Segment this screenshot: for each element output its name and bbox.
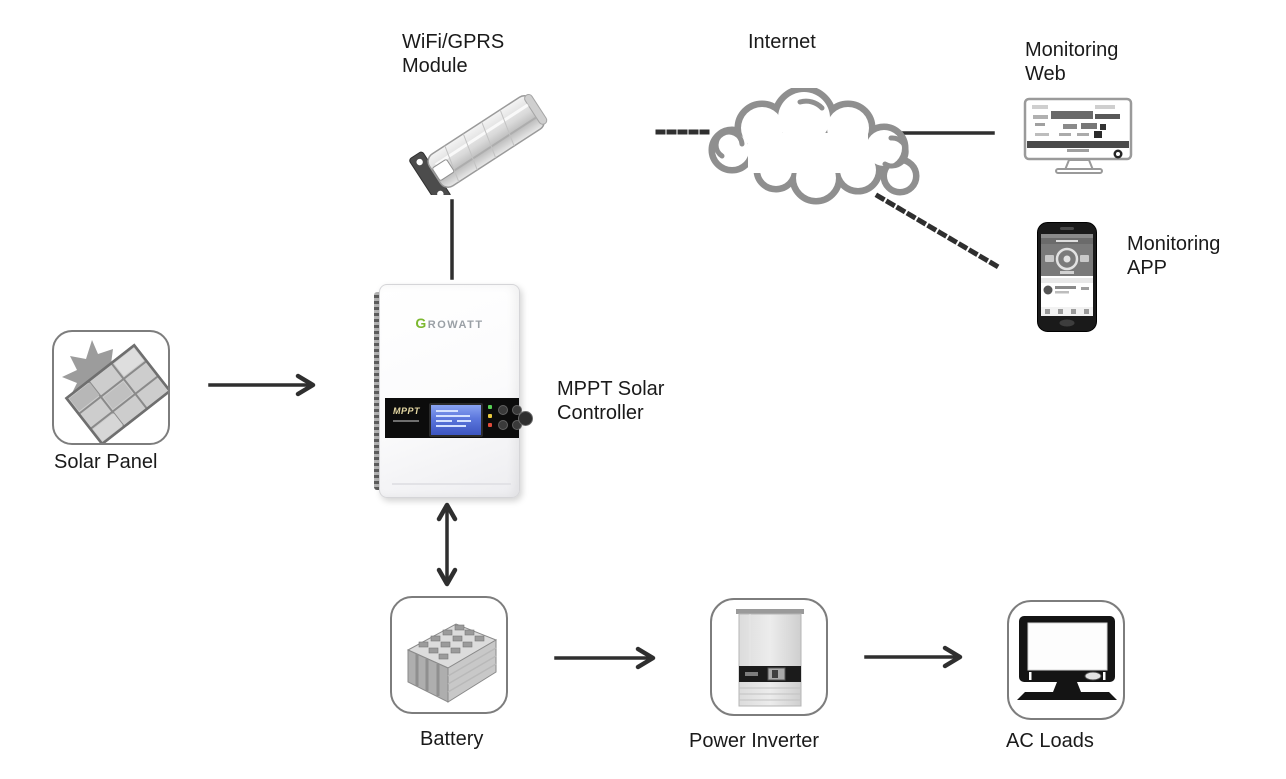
status-leds xyxy=(488,405,492,427)
battery-icon xyxy=(406,623,498,703)
wifi-module-label: WiFi/GPRS Module xyxy=(402,31,505,78)
monitoring-app-icon xyxy=(1037,222,1097,332)
growatt-logo: GROWATT xyxy=(380,315,519,331)
ac-loads-node xyxy=(1007,600,1125,720)
dotted-line-internet-to-app xyxy=(874,192,1004,272)
power-inverter-label: Power Inverter xyxy=(689,730,820,752)
battery-label: Battery xyxy=(420,728,484,750)
mppt-subtext xyxy=(393,420,419,422)
wifi-module-icon xyxy=(409,93,548,195)
arrow-solar-to-controller xyxy=(208,373,316,397)
growatt-logo-rest: ROWATT xyxy=(427,319,484,331)
power-inverter-icon xyxy=(736,609,804,707)
internet-label: Internet xyxy=(748,31,816,53)
arrow-battery-to-inverter xyxy=(554,646,656,670)
solar-panel-icon xyxy=(62,340,168,443)
lcd-screen xyxy=(429,403,483,437)
internet-cloud-icon xyxy=(708,88,920,205)
solar-panel-node xyxy=(52,330,170,445)
power-inverter-node xyxy=(710,598,828,716)
monitoring-web-icon xyxy=(1023,97,1133,174)
monitoring-app-label: Monitoring APP xyxy=(1127,233,1221,280)
ac-loads-tv-icon xyxy=(1017,616,1117,700)
ac-loads-label: AC Loads xyxy=(1006,730,1094,752)
mppt-badge: MPPT xyxy=(393,406,421,416)
mppt-controller-device: GROWATT MPPT xyxy=(374,284,533,498)
monitoring-web-label: Monitoring Web xyxy=(1025,39,1119,86)
power-button xyxy=(518,411,533,426)
arrow-inverter-to-acloads xyxy=(864,645,963,669)
battery-node xyxy=(390,596,508,714)
controller-front-panel: GROWATT MPPT xyxy=(379,284,533,498)
panel-seam xyxy=(392,483,511,485)
control-buttons xyxy=(498,405,522,430)
controller-display-band: MPPT xyxy=(385,398,533,438)
growatt-logo-g: G xyxy=(415,315,428,331)
arrow-controller-battery xyxy=(436,502,458,587)
controller-label: MPPT Solar Controller xyxy=(557,378,665,425)
solar-panel-label: Solar Panel xyxy=(54,451,158,473)
